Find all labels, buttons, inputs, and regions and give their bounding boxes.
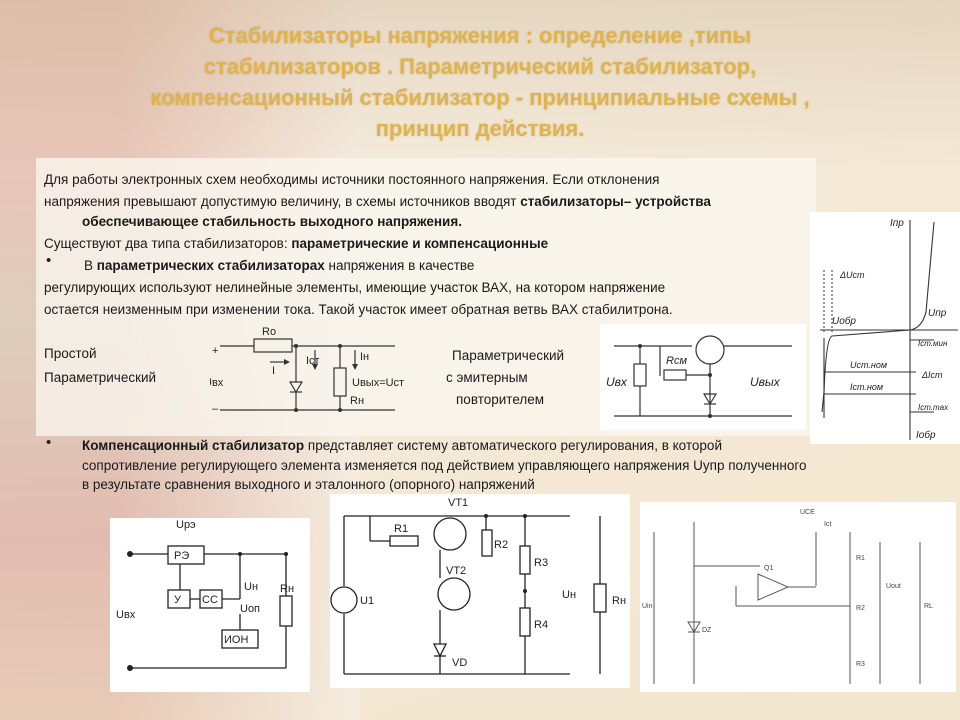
comp-term: Компенсационный стабилизатор	[82, 438, 305, 453]
rn-label: Rн	[280, 583, 294, 595]
background-photo-top	[0, 0, 960, 170]
ust-nom-label: Uст.ном	[850, 360, 887, 370]
d-ust-label: ΔUст	[839, 270, 865, 280]
slide-title: Стабилизаторы напряжения : определение ,…	[40, 20, 920, 144]
paragraph-line: обеспечивающее стабильность выходного на…	[82, 214, 462, 229]
paragraph-line: Существуют два типа стабилизаторов: пара…	[44, 236, 548, 251]
emitter-follower-diagram: Rсм Uвх Uвых	[600, 324, 806, 430]
un-label: Uн	[244, 581, 258, 593]
iobr-label: Iобр	[916, 429, 936, 441]
ist-nom-label: Iст.ном	[850, 382, 883, 392]
bullet-dot: •	[46, 434, 52, 451]
text-span: Существуют два типа стабилизаторов:	[44, 236, 292, 251]
paragraph-line: в результате сравнения выходного и этало…	[82, 477, 535, 492]
compensation-circuit-diagram: VT1 VT2 R1 R2 R3 R4 U1 Uн Rн VD	[330, 494, 630, 688]
u1-label: U1	[360, 595, 374, 607]
paragraph-line: Для работы электронных схем необходимы и…	[44, 172, 660, 187]
zener-vax-diagram: Iпр Uпр Uобр ΔUст Uст.ном Iст.ном Iст.ми…	[810, 212, 960, 444]
uce-label: UCE	[800, 509, 815, 516]
ict-min-label: Iст.мин	[918, 339, 948, 348]
uvyx-label: Uвых	[750, 375, 781, 389]
uvx-label: Uвх	[606, 375, 628, 389]
stabilizers-term: стабилизаторы– устройства	[520, 194, 711, 209]
uout-label: Uout	[886, 583, 901, 590]
simple-label: Параметрический	[44, 370, 157, 385]
types-term: параметрические и компенсационные	[291, 236, 549, 251]
title-line-2: стабилизаторов . Параметрический стабили…	[203, 54, 757, 79]
title-line-3: компенсационный стабилизатор - принципиа…	[150, 85, 810, 110]
title-line-4: принцип действия.	[375, 116, 585, 141]
text-span: представляет систему автоматического рег…	[304, 438, 722, 453]
uvx-label: Uвх	[116, 609, 136, 621]
urz-label: Uрэ	[176, 519, 196, 531]
r1-label: R1	[394, 523, 408, 535]
un-label: Uн	[562, 589, 576, 601]
r3-label: R3	[856, 661, 865, 668]
paragraph-line: остается неизменным при изменении тока. …	[44, 302, 673, 317]
emitter-label: с эмитерным	[446, 370, 528, 385]
emitter-label: Параметрический	[452, 348, 565, 363]
vd-label: VD	[452, 657, 467, 669]
ipr-label: Iпр	[890, 218, 904, 229]
uop-label: Uоп	[240, 603, 260, 615]
r1-label: R1	[856, 555, 865, 562]
text-span: напряжения превышают допустимую величину…	[44, 194, 521, 209]
rn-label: Rн	[612, 595, 626, 607]
vt1-label: VT1	[448, 497, 468, 509]
r3-label: R3	[534, 557, 548, 569]
uobr-label: Uобр	[832, 315, 856, 327]
simple-label: Простой	[44, 346, 97, 361]
uin-label: Uin	[642, 603, 653, 610]
rn-label: Rн	[350, 395, 364, 407]
compensation-paragraph: Компенсационный стабилизатор представляе…	[82, 438, 942, 453]
dz-label: DZ	[702, 627, 712, 634]
ion-label: ИОН	[224, 634, 248, 646]
compensation-block-diagram: Uрэ РЭ У СС ИОН Uвх Uн Uоп Rн	[110, 518, 310, 692]
minus-label: –	[212, 403, 219, 415]
opamp-regulator-diagram: Uin Uout RL R1 R2 R3 DZ Q1 UCE Ict	[640, 502, 956, 692]
plus-label: +	[212, 345, 218, 357]
emitter-label: повторителем	[456, 392, 545, 407]
paragraph-line: напряжения превышают допустимую величину…	[44, 194, 711, 209]
paragraph-line: В параметрических стабилизаторах напряже…	[84, 258, 474, 273]
i-label: I	[272, 365, 275, 377]
r2-label: R2	[856, 605, 865, 612]
bullet-dot: •	[46, 252, 52, 269]
r0-label: Ro	[262, 326, 276, 338]
upr-label: Uпр	[928, 308, 947, 319]
paragraph-line: сопротивление регулирующего элемента изм…	[82, 458, 807, 473]
text-span: В	[84, 258, 97, 273]
param-term: параметрических стабилизаторах	[96, 258, 325, 273]
paragraph-line: регулирующих используют нелинейные элеме…	[44, 280, 666, 295]
d-ict-label: ΔIст	[921, 370, 943, 380]
u-label: У	[174, 594, 182, 606]
rcm-label: Rсм	[666, 355, 687, 367]
uvx-label: Uвх	[210, 377, 224, 389]
rl-label: RL	[924, 603, 933, 610]
rz-label: РЭ	[174, 550, 189, 562]
ict-label: Iст	[306, 355, 320, 367]
vt2-label: VT2	[446, 565, 466, 577]
simple-parametric-diagram: Ro I Iст Iн + – Uвх Uвых=Uст Rн	[210, 326, 404, 415]
q1-label: Q1	[764, 565, 773, 572]
r2-label: R2	[494, 539, 508, 551]
ict-label: Ict	[824, 521, 831, 528]
ict-max-label: Iст.max	[918, 403, 949, 412]
title-line-1: Стабилизаторы напряжения : определение ,…	[208, 23, 752, 48]
text-span: напряжения в качестве	[324, 258, 475, 273]
uout-label: Uвых=Uст	[352, 377, 404, 389]
r4-label: R4	[534, 619, 548, 631]
ss-label: СС	[202, 594, 218, 606]
in-label: Iн	[360, 351, 369, 363]
